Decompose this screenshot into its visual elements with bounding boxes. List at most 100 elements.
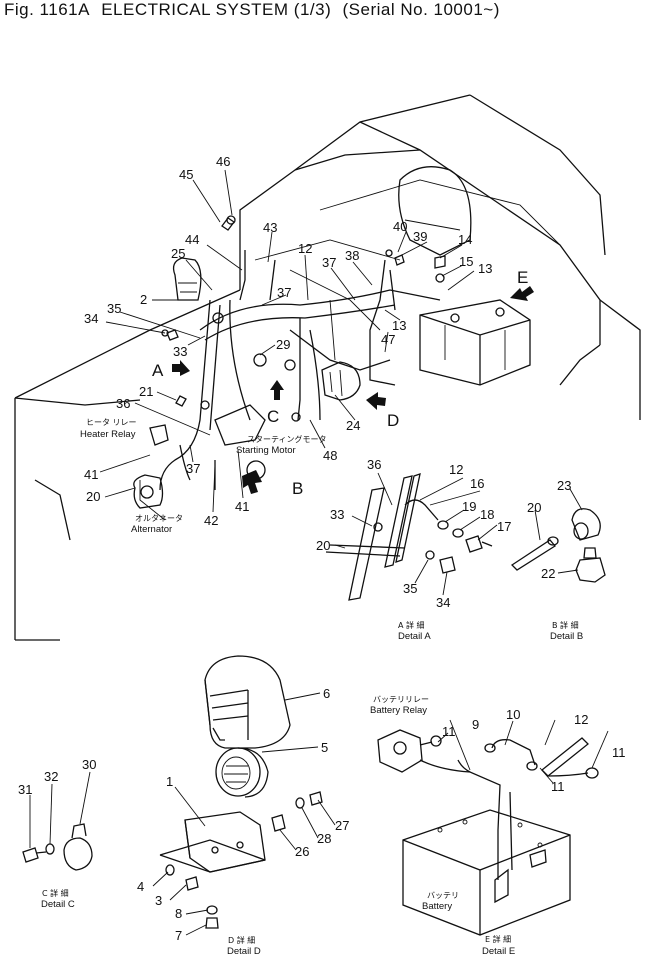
part-number: 37 [322, 255, 336, 270]
part-number: 12 [574, 712, 588, 727]
battery-relay-label-jp: バッテリリレー [373, 695, 429, 704]
view-arrow-c: C [267, 380, 284, 426]
starting-motor-label: Starting Motor [236, 445, 296, 456]
part-numbers-d: 6 5 1 27 28 26 4 3 8 7 D 詳 細 Detail D [137, 686, 349, 956]
part-number: 24 [346, 418, 360, 433]
battery-label: Battery [422, 901, 452, 912]
part-number: 36 [367, 457, 381, 472]
detail-d-label-jp: D 詳 細 [228, 935, 255, 945]
horn-component-d [321, 361, 361, 401]
figure-title: ELECTRICAL SYSTEM (1/3) [101, 0, 332, 19]
part-number: 12 [449, 462, 463, 477]
part-number: 3 [155, 893, 162, 908]
detail-a-label-jp: A 詳 細 [398, 620, 425, 630]
part-number: 36 [116, 396, 130, 411]
battery-label-jp: バッテリ [427, 891, 459, 900]
view-arrow-e: E [510, 268, 534, 301]
part-number: 31 [18, 782, 32, 797]
part-numbers-c: 31 32 30 C 詳 細 Detail C [18, 757, 96, 910]
part-number: 37 [277, 285, 291, 300]
part-number: 42 [204, 513, 218, 528]
part-number: 4 [137, 879, 144, 894]
part-number: 26 [295, 844, 309, 859]
detail-a-drawing [325, 472, 498, 601]
part-number: 48 [323, 448, 337, 463]
detail-b-drawing [510, 488, 606, 583]
view-letter-a: A [152, 361, 164, 380]
heater-relay-label: Heater Relay [80, 429, 136, 440]
part-number: 21 [139, 384, 153, 399]
part-number: 29 [276, 337, 290, 352]
part-number: 13 [478, 261, 492, 276]
part-number: 30 [82, 757, 96, 772]
detail-d-label: Detail D [227, 946, 261, 956]
part-number: 2 [140, 292, 147, 307]
part-numbers-e: バッテリリレー Battery Relay 9 10 12 11 11 11 バ… [370, 695, 626, 956]
part-number: 43 [263, 220, 277, 235]
detail-d-drawing [152, 655, 336, 936]
detail-c-label-jp: C 詳 細 [42, 888, 69, 898]
view-letter-e: E [517, 268, 528, 287]
detail-e-drawing [377, 719, 609, 936]
part-number: 38 [345, 248, 359, 263]
part-number: 35 [107, 301, 121, 316]
heater-relay [149, 424, 169, 446]
part-number: 28 [317, 831, 331, 846]
detail-a-label: Detail A [398, 631, 431, 642]
part-number: 37 [186, 461, 200, 476]
leader-lines-main [99, 169, 475, 513]
part-number: 22 [541, 566, 555, 581]
component-labels-main: ヒータ リレー Heater Relay スターティングモータ Starting… [80, 418, 327, 535]
view-arrow-b: B [242, 470, 303, 498]
alternator-label-jp: オルタネータ [135, 514, 183, 523]
part-numbers-a: 36 12 16 19 33 18 17 20 35 34 A 詳 細 Deta… [316, 457, 511, 642]
page-title: Fig. 1161A ELECTRICAL SYSTEM (1/3) (Seri… [4, 0, 506, 20]
horn-component [172, 257, 202, 301]
part-number: 11 [612, 745, 626, 760]
part-number: 5 [321, 740, 328, 755]
part-number: 46 [216, 154, 230, 169]
serial-range: (Serial No. 10001~) [342, 0, 500, 19]
part-number: 16 [470, 476, 484, 491]
heater-relay-label-jp: ヒータ リレー [86, 418, 137, 427]
part-number: 45 [179, 167, 193, 182]
part-numbers-b: 23 20 22 B 詳 細 Detail B [527, 478, 583, 642]
part-number: 32 [44, 769, 58, 784]
part-number: 8 [175, 906, 182, 921]
figure-number: Fig. 1161A [4, 0, 90, 19]
part-number: 6 [323, 686, 330, 701]
part-number: 23 [557, 478, 571, 493]
part-number: 39 [413, 229, 427, 244]
part-number: 33 [330, 507, 344, 522]
view-arrow-d: D [366, 392, 399, 430]
part-number: 34 [84, 311, 98, 326]
part-number: 20 [527, 500, 541, 515]
part-number: 10 [506, 707, 520, 722]
part-number: 11 [551, 779, 565, 794]
view-letter-b: B [292, 479, 303, 498]
part-number: 9 [472, 717, 479, 732]
part-number: 40 [393, 219, 407, 234]
part-number: 41 [235, 499, 249, 514]
part-number: 12 [298, 241, 312, 256]
part-number: 18 [480, 507, 494, 522]
part-number: 15 [459, 254, 473, 269]
detail-e-label: Detail E [482, 946, 515, 956]
view-letter-c: C [267, 407, 279, 426]
part-number: 47 [381, 332, 395, 347]
detail-c-drawing [22, 771, 93, 871]
part-number: 44 [185, 232, 199, 247]
part-number: 11 [442, 724, 456, 739]
battery-relay-label: Battery Relay [370, 705, 427, 716]
part-number: 27 [335, 818, 349, 833]
view-arrow-a: A [152, 360, 190, 380]
detail-b-label: Detail B [550, 631, 583, 642]
part-numbers-main: 46 45 44 43 25 12 40 39 14 38 37 15 13 2… [84, 154, 492, 528]
part-number: 17 [497, 519, 511, 534]
part-number: 33 [173, 344, 187, 359]
part-number: 35 [403, 581, 417, 596]
part-number: 19 [462, 499, 476, 514]
detail-e-label-jp: E 詳 細 [485, 934, 511, 944]
